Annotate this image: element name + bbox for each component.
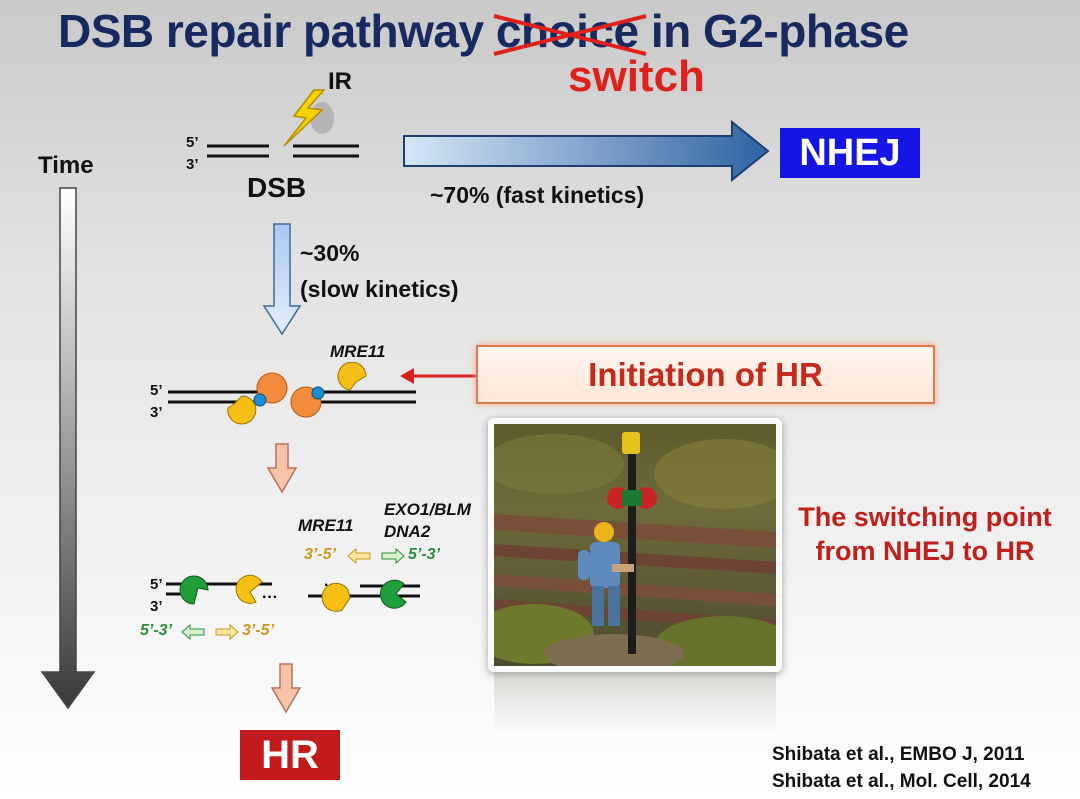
resection-diagram: ··· ··· — [166, 574, 420, 612]
title-suffix: in G2-phase — [638, 5, 909, 57]
dsb-strand-5-label: 5’ — [186, 134, 199, 151]
mre11-top-label: MRE11 — [330, 342, 386, 361]
hr-box: HR — [240, 730, 340, 780]
step1-strand-3-label: 3’ — [150, 404, 163, 421]
dir-53-left-label: 5’-3’ — [140, 622, 173, 639]
dsb-broken-dna — [207, 144, 359, 158]
photo-reflection — [494, 672, 776, 732]
nhej-arrow — [403, 120, 770, 182]
time-arrow — [40, 187, 96, 710]
mre11-mid-label: MRE11 — [298, 516, 354, 535]
switching-line-2: from NHEJ to HR — [815, 536, 1035, 566]
dir-53-right-label: 5’-3’ — [408, 546, 441, 563]
title-prefix: DSB repair pathway — [58, 5, 496, 57]
nhej-fraction-label: ~70% (fast kinetics) — [430, 182, 645, 208]
hr-down-arrow — [262, 223, 302, 336]
reference-2: Shibata et al., Mol. Cell, 2014 — [772, 771, 1031, 792]
switching-line-1: The switching point — [798, 502, 1052, 532]
hr-fraction-kinetics: (slow kinetics) — [300, 276, 459, 302]
slide-title: DSB repair pathway choice in G2-phase — [58, 4, 909, 58]
initiation-pointer-arrow — [400, 368, 478, 384]
step-arrow-2 — [270, 663, 302, 714]
exo1-blm-label: EXO1/BLM — [384, 500, 471, 519]
step-arrow-1 — [266, 443, 298, 494]
ir-label: IR — [328, 68, 352, 95]
step2-strand-5-label: 5’ — [150, 576, 163, 593]
dsb-strand-3-label: 3’ — [186, 156, 199, 173]
lightning-icon — [283, 89, 334, 147]
step2-strand-3-label: 3’ — [150, 598, 163, 615]
green-left-arrow-icon — [181, 624, 205, 640]
title-replacement-word: switch — [568, 52, 705, 101]
dna2-label: DNA2 — [384, 522, 431, 541]
railway-signal-photo — [488, 418, 782, 672]
svg-text:···: ··· — [262, 589, 278, 606]
switching-point-text: The switching point from NHEJ to HR — [770, 500, 1080, 568]
initiation-of-hr-box: Initiation of HR — [476, 345, 935, 404]
yellow-right-arrow-icon — [215, 624, 239, 640]
strike-cross-icon — [493, 14, 647, 56]
dir-35-right-label: 3’-5’ — [304, 546, 337, 563]
yellow-left-arrow-icon — [347, 548, 371, 564]
mre11-binding-diagram — [168, 362, 416, 425]
railway-signal-illustration — [494, 424, 776, 666]
time-label: Time — [38, 152, 94, 179]
hr-fraction-pct: ~30% — [300, 240, 360, 266]
nhej-box: NHEJ — [780, 128, 920, 178]
reference-1: Shibata et al., EMBO J, 2011 — [772, 744, 1025, 765]
green-right-arrow-icon — [381, 548, 405, 564]
step1-strand-5-label: 5’ — [150, 382, 163, 399]
dsb-label: DSB — [247, 172, 307, 203]
dir-35-left-label: 3’-5’ — [242, 622, 275, 639]
title-struck-word: choice — [493, 4, 647, 58]
